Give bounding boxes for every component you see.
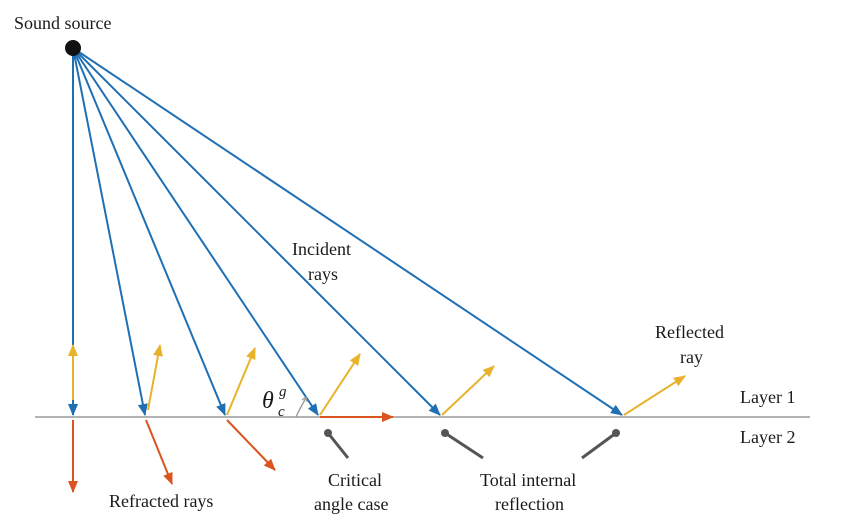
reflected-label-line1: Reflected — [655, 322, 724, 342]
tir-pointer-dot — [441, 429, 449, 437]
critical-angle-arc — [295, 397, 307, 418]
incident-ray-3 — [72, 47, 226, 416]
reflected-ray-5 — [441, 365, 495, 416]
theta-subscript: c — [278, 404, 285, 420]
refracted-ray-3 — [226, 419, 276, 471]
critical-angle-arc-tip — [301, 395, 308, 403]
reflected-label-line2: ray — [680, 347, 703, 367]
reflection-pointer-dot — [612, 429, 620, 437]
layer2-label: Layer 2 — [740, 427, 795, 447]
refracted-label: Refracted rays — [109, 491, 213, 511]
tir-pointer-line — [444, 431, 484, 460]
incident-ray-5 — [72, 47, 441, 416]
reflected-ray-3 — [226, 347, 256, 416]
theta-symbol: θ — [262, 388, 274, 414]
reflected-ray-4 — [319, 353, 361, 416]
reflected-ray-6 — [623, 375, 686, 416]
incident-ray-4 — [72, 47, 319, 416]
sound-source-label: Sound source — [14, 13, 112, 33]
pointers — [324, 429, 620, 460]
theta-superscript: g — [279, 384, 287, 400]
layer1-label: Layer 1 — [740, 387, 795, 407]
tir-label-line2: reflection — [495, 494, 564, 514]
incident-label-line2: rays — [308, 264, 338, 284]
critical-label-line2: angle case — [314, 494, 388, 514]
critical-pointer-dot — [324, 429, 332, 437]
incident-ray-2 — [72, 47, 148, 416]
reflected-rays — [68, 344, 686, 416]
incident-label-line1: Incident — [292, 239, 351, 259]
incident-rays — [68, 47, 623, 416]
tir-label-line1: Total internal — [480, 470, 576, 490]
refracted-rays — [68, 412, 394, 493]
incident-ray-6 — [72, 47, 623, 416]
critical-pointer-line — [326, 432, 350, 459]
critical-label-line1: Critical — [328, 470, 382, 490]
refracted-ray-2 — [145, 419, 173, 485]
reflected-ray-2 — [147, 344, 163, 411]
sound-source-dot — [65, 40, 81, 56]
reflection-pointer-line — [581, 431, 617, 460]
